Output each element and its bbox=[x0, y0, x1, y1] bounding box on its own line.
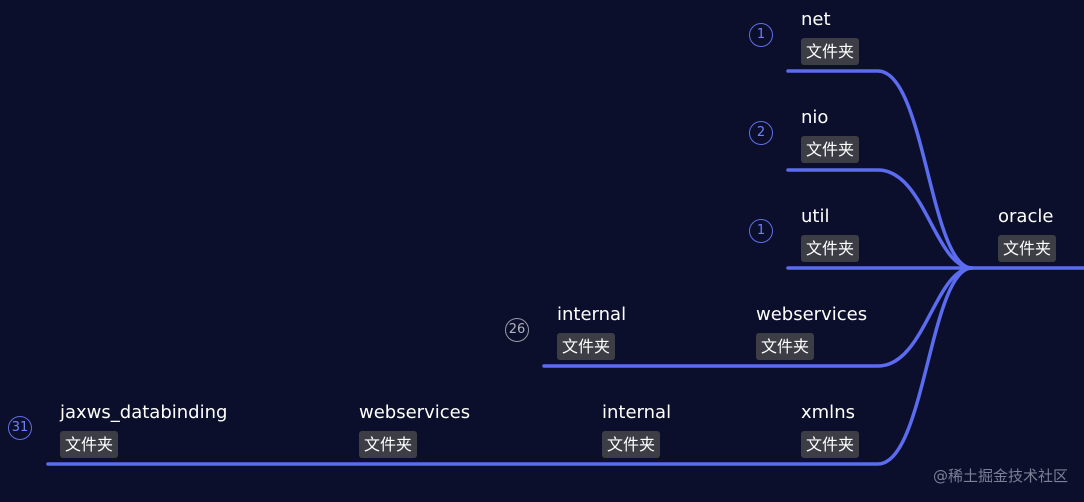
node-title: webservices bbox=[756, 304, 868, 325]
link-oracle-xmlns bbox=[46, 266, 974, 466]
node-title: net bbox=[801, 9, 831, 30]
folder-tag: 文件夹 bbox=[60, 431, 119, 458]
node-net[interactable]: net 文件夹 bbox=[801, 9, 860, 65]
node-oracle[interactable]: oracle 文件夹 bbox=[998, 206, 1057, 262]
node-title: xmlns bbox=[801, 402, 855, 423]
folder-tag: 文件夹 bbox=[801, 136, 860, 163]
node-xmlns[interactable]: xmlns 文件夹 bbox=[801, 402, 860, 458]
node-nio[interactable]: nio 文件夹 bbox=[801, 107, 860, 163]
node-webservices-2[interactable]: webservices 文件夹 bbox=[359, 402, 470, 458]
folder-tag: 文件夹 bbox=[602, 431, 661, 458]
folder-tag: 文件夹 bbox=[557, 333, 616, 360]
node-internal-2[interactable]: internal 文件夹 bbox=[602, 402, 671, 458]
node-internal[interactable]: internal 文件夹 bbox=[557, 304, 626, 360]
folder-tag: 文件夹 bbox=[756, 333, 815, 360]
link-oracle-webservices bbox=[542, 266, 974, 368]
folder-tag: 文件夹 bbox=[801, 431, 860, 458]
node-webservices[interactable]: webservices 文件夹 bbox=[756, 304, 867, 360]
folder-tag: 文件夹 bbox=[998, 235, 1057, 262]
node-title: nio bbox=[801, 107, 829, 128]
node-util[interactable]: util 文件夹 bbox=[801, 206, 860, 262]
folder-tag: 文件夹 bbox=[801, 38, 860, 65]
watermark: @稀土掘金技术社区 bbox=[932, 467, 1068, 485]
node-title: internal bbox=[602, 402, 672, 423]
node-title: internal bbox=[557, 304, 627, 325]
collapse-count-nio[interactable]: 2 bbox=[749, 121, 773, 145]
node-title: webservices bbox=[359, 402, 471, 423]
link-oracle-nio bbox=[786, 168, 974, 270]
link-oracle-net bbox=[786, 69, 974, 270]
collapse-count-net[interactable]: 1 bbox=[749, 23, 773, 47]
node-jaxws-databinding[interactable]: jaxws_databinding 文件夹 bbox=[60, 402, 227, 458]
collapse-count-util[interactable]: 1 bbox=[749, 219, 773, 243]
node-title: jaxws_databinding bbox=[60, 402, 228, 423]
folder-tag: 文件夹 bbox=[359, 431, 418, 458]
folder-tag: 文件夹 bbox=[801, 235, 860, 262]
collapse-count-jaxws-databinding[interactable]: 31 bbox=[8, 416, 32, 440]
node-title: util bbox=[801, 206, 830, 227]
collapse-count-internal[interactable]: 26 bbox=[505, 318, 529, 342]
node-title: oracle bbox=[998, 206, 1054, 227]
